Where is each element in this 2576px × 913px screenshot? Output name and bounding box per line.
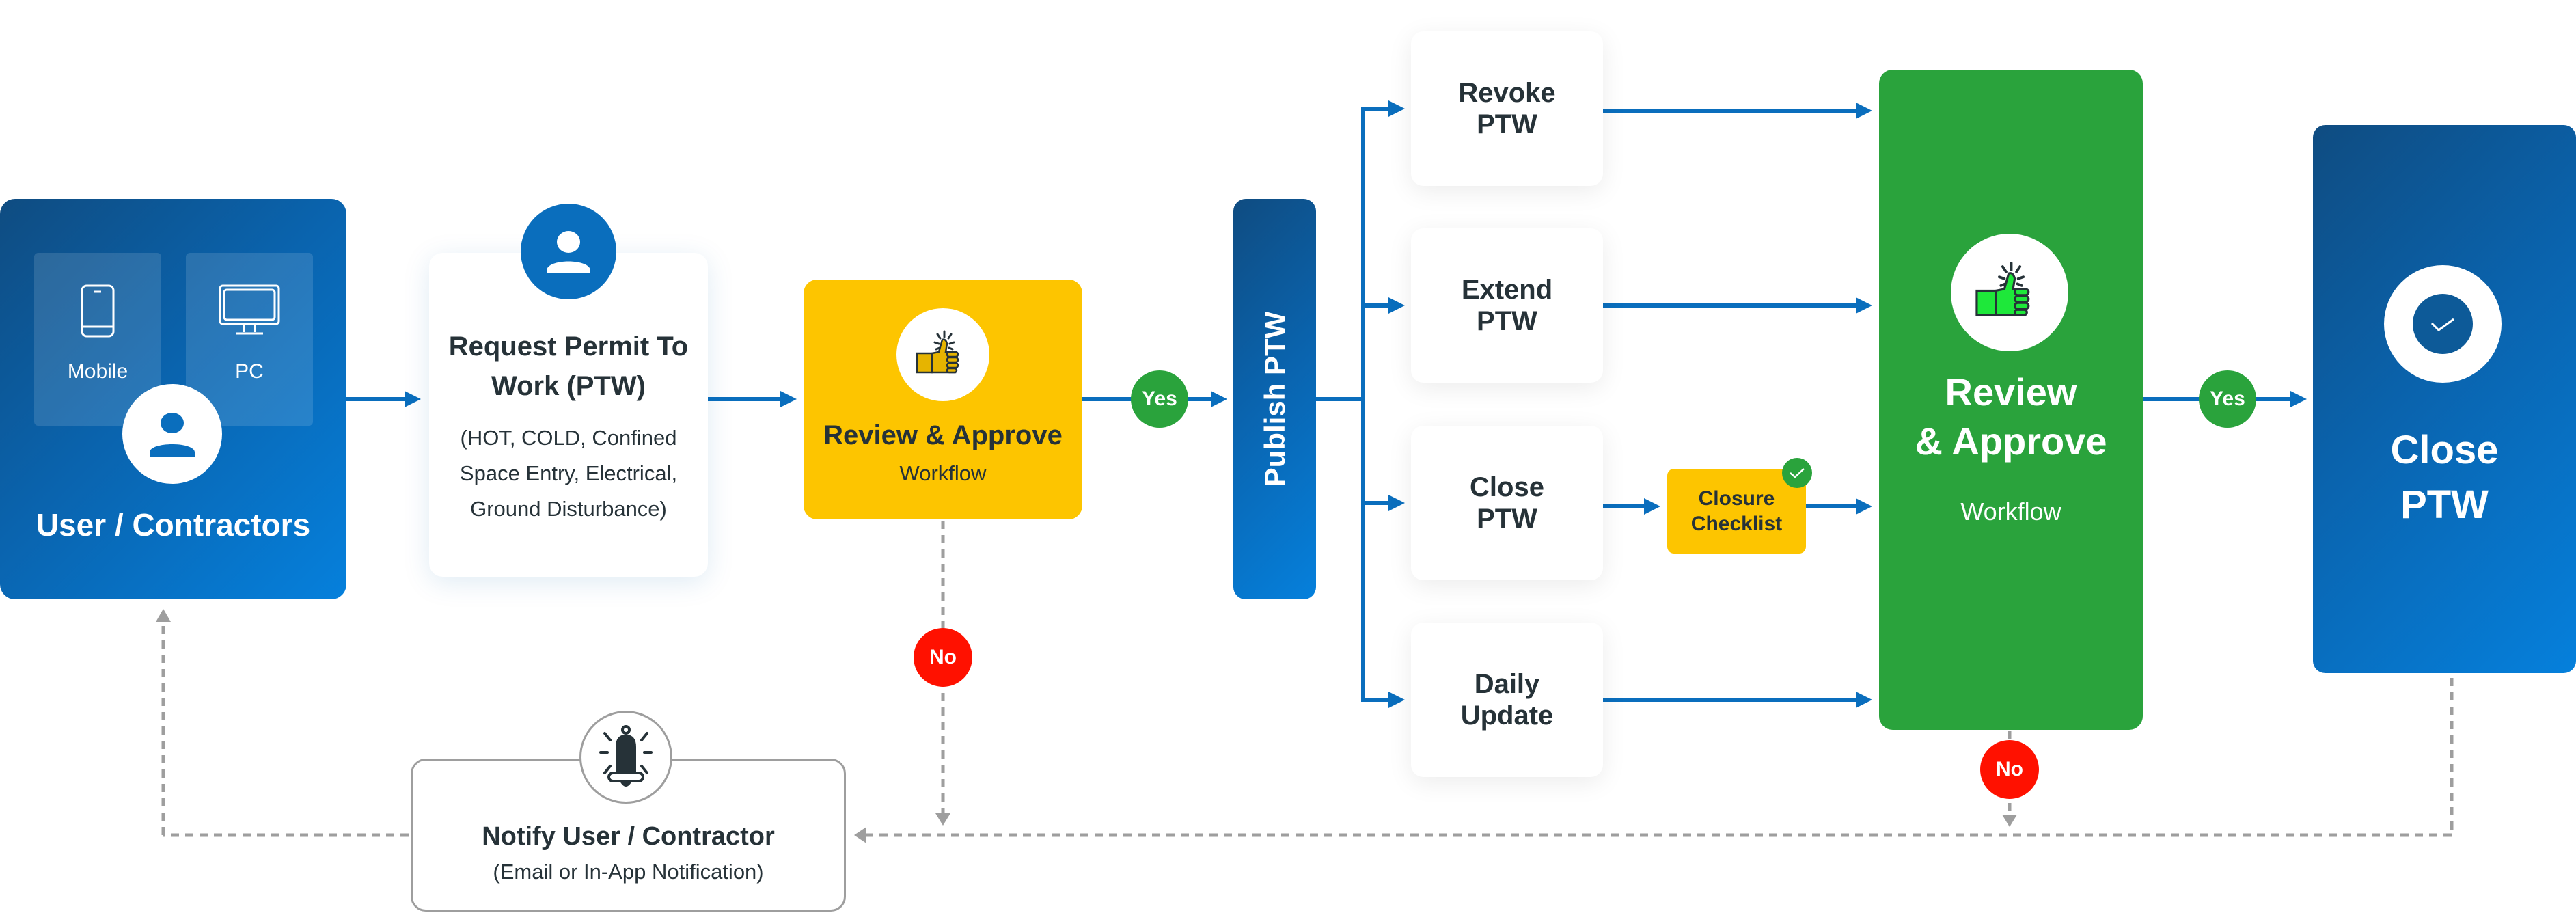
revoke-ptw-card[interactable]: Revoke PTW (1411, 31, 1603, 186)
closure-checklist-card[interactable]: Closure Checklist (1667, 469, 1806, 554)
notify-icon-circle (579, 711, 672, 804)
review-approve-initial-card[interactable]: Review & Approve Workflow (804, 280, 1082, 519)
feedback-arrowhead (935, 813, 950, 826)
closure-checklist-label: Closure Checklist (1690, 487, 1783, 535)
decision-yes-badge: Yes (1131, 370, 1188, 428)
review-approve-title: Review & Approve (823, 420, 1063, 450)
review-approve-final-title: Review & Approve (1915, 370, 2107, 463)
user-contractors-title: User / Contractors (36, 507, 311, 543)
arrowhead (1856, 692, 1872, 708)
check-icon (1782, 458, 1812, 488)
request-ptw-title: Request Permit To Work (PTW) (448, 331, 689, 401)
feedback-arrowhead (854, 827, 866, 843)
request-user-badge (521, 204, 616, 299)
close-ptw-action-card[interactable]: Close PTW (1411, 426, 1603, 580)
daily-update-card[interactable]: Daily Update (1411, 623, 1603, 777)
smartphone-icon (80, 284, 115, 342)
arrowhead (1856, 103, 1872, 119)
arrowhead (1644, 498, 1660, 515)
decision-no-badge: No (914, 628, 972, 687)
arrowhead (780, 391, 797, 407)
close-ptw-title: Close PTW (2390, 428, 2499, 527)
decision-no-badge: No (1980, 740, 2039, 799)
notify-subtitle: (Email or In-App Notification) (493, 860, 764, 884)
thumbs-up-icon (916, 330, 959, 374)
extend-ptw-label: Extend PTW (1461, 275, 1553, 336)
device-tile-pc[interactable]: PC (186, 253, 313, 426)
user-icon (150, 413, 195, 457)
monitor-icon (218, 284, 281, 342)
close-ptw-action-label: Close PTW (1470, 472, 1544, 534)
review-approve-final-subtitle: Workflow (1960, 498, 2061, 526)
review-approve-subtitle: Workflow (899, 461, 987, 485)
bell-icon (599, 725, 653, 787)
check-circle-icon (2413, 294, 2473, 354)
user-contractors-card[interactable]: Mobile PC User / Contractors (0, 199, 346, 599)
arrowhead (1388, 297, 1405, 314)
arrowhead (1211, 391, 1227, 407)
request-ptw-card[interactable]: Request Permit To Work (PTW) (HOT, COLD,… (429, 253, 708, 577)
review-approve-final-card[interactable]: Review & Approve Workflow (1879, 70, 2143, 730)
notify-title: Notify User / Contractor (482, 822, 775, 851)
arrowhead (2290, 391, 2307, 407)
arrowhead (1856, 498, 1872, 515)
arrowhead (1388, 100, 1405, 117)
arrowhead (1856, 297, 1872, 314)
arrowhead (1388, 692, 1405, 708)
close-ptw-card[interactable]: Close PTW (2313, 125, 2576, 673)
review-icon-circle (896, 308, 989, 401)
review-icon-circle (1951, 234, 2068, 351)
arrowhead (405, 391, 421, 407)
extend-ptw-card[interactable]: Extend PTW (1411, 228, 1603, 383)
daily-update-label: Daily Update (1460, 669, 1554, 731)
publish-ptw-label: Publish PTW (1258, 311, 1291, 487)
feedback-arrowhead (156, 609, 171, 622)
decision-yes-badge: Yes (2199, 370, 2256, 428)
user-icon (547, 231, 590, 273)
close-ptw-icon-circle (2384, 265, 2502, 383)
user-avatar (122, 384, 222, 484)
device-label: PC (235, 360, 264, 383)
device-label: Mobile (67, 360, 128, 383)
arrowhead (1388, 495, 1405, 511)
publish-ptw-card[interactable]: Publish PTW (1233, 199, 1316, 599)
thumbs-up-icon (1975, 262, 2030, 316)
feedback-arrowhead (2002, 815, 2017, 827)
revoke-ptw-label: Revoke PTW (1458, 78, 1556, 139)
request-ptw-types: (HOT, COLD, Confined Space Entry, Electr… (459, 426, 678, 521)
